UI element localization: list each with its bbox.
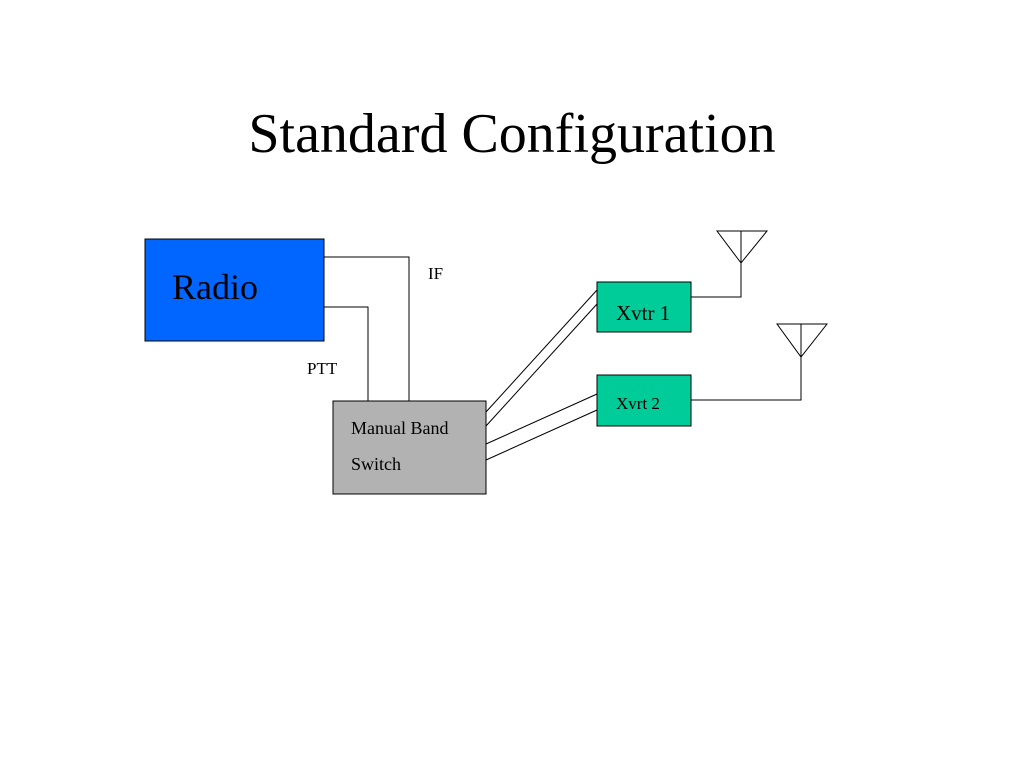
ptt-label: PTT <box>307 359 338 378</box>
antenna-icon <box>776 323 829 358</box>
band-switch-label-line1: Manual Band <box>351 418 448 438</box>
xvtr1-node: Xvtr 1 <box>596 281 692 333</box>
xvtr2-label: Xvrt 2 <box>616 394 660 413</box>
xvtr2-node: Xvrt 2 <box>596 374 692 427</box>
xvtr1-antenna-feed-line <box>691 263 742 298</box>
if-connection-line <box>324 256 410 401</box>
xvtr2-antenna-feed-line <box>691 357 802 401</box>
if-label: IF <box>428 264 443 283</box>
xvtr1-label: Xvtr 1 <box>616 301 670 325</box>
slide-title: Standard Configuration <box>248 103 776 165</box>
radio-node: Radio <box>144 238 325 342</box>
radio-label: Radio <box>172 267 258 307</box>
xvtr1-box <box>596 281 692 333</box>
xvtr2-box <box>596 374 692 427</box>
antenna-icon <box>716 230 769 264</box>
band-switch-box <box>332 400 487 495</box>
ptt-connection-line <box>324 306 369 401</box>
switch-to-xvtr2-line-a <box>485 393 598 445</box>
band-switch-node: Manual Band Switch <box>332 400 487 495</box>
switch-to-xvtr1-line-a <box>485 289 598 413</box>
radio-box <box>144 238 325 342</box>
switch-to-xvtr1-line-b <box>485 303 598 427</box>
switch-to-xvtr2-line-b <box>485 409 598 461</box>
band-switch-label-line2: Switch <box>351 454 401 474</box>
